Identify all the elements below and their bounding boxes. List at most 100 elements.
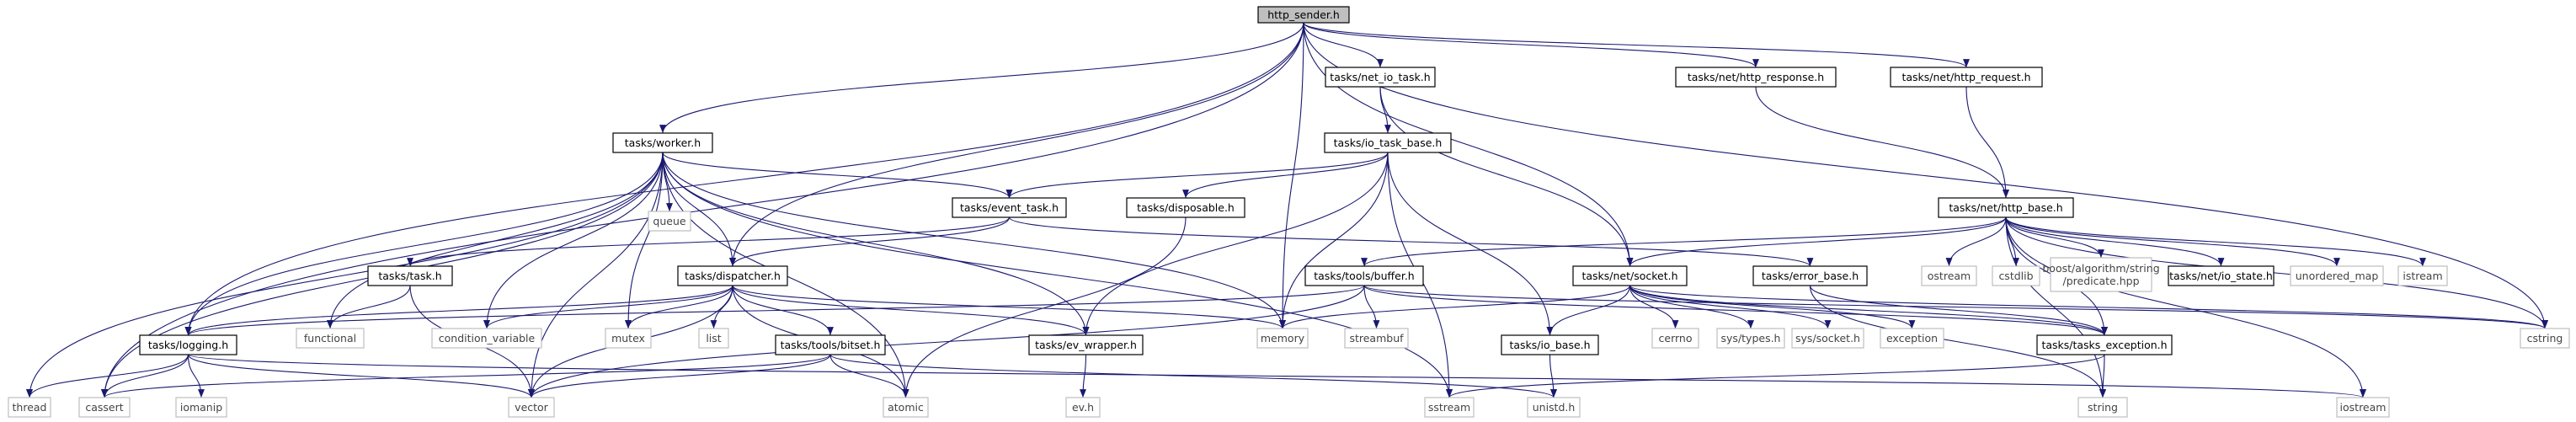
node-socket[interactable]: tasks/net/socket.h	[1572, 265, 1688, 286]
node-box	[2077, 397, 2128, 418]
node-net-io-task[interactable]: tasks/net_io_task.h	[1325, 67, 1436, 88]
edge-http_sender-to-dispatcher	[729, 22, 1304, 267]
edge-socket-to-io_base	[1546, 285, 1631, 336]
edge-bitset-to-unistd	[829, 354, 1557, 398]
edge-worker-to-functional	[327, 152, 664, 329]
node-event-task[interactable]: tasks/event_task.h	[952, 197, 1067, 218]
edge-http_base-to-cstring	[2005, 216, 2548, 329]
node-box	[2290, 265, 2384, 286]
node-box	[1992, 265, 2040, 286]
node-box	[1752, 265, 1868, 286]
node-label: memory	[1261, 332, 1305, 345]
node-box	[1344, 328, 1409, 349]
edge-worker-to-dispatcher	[662, 152, 736, 267]
node-label: tasks/ev_wrapper.h	[1035, 339, 1137, 351]
node-unordered-map: unordered_map	[2290, 265, 2384, 286]
edge-worker-to-mutex	[625, 152, 664, 329]
node-box	[648, 211, 691, 232]
node-sys-socket: sys/socket.h	[1791, 328, 1864, 349]
node-box	[612, 132, 713, 153]
node-io-task-base[interactable]: tasks/io_task_base.h	[1324, 132, 1452, 153]
node-box	[175, 397, 227, 418]
edge-http_base-to-iostream	[2005, 216, 2366, 398]
node-logging[interactable]: tasks/logging.h	[139, 334, 237, 355]
node-box	[1938, 197, 2074, 218]
node-predicate: boost/algorithm/string/predicate.hpp	[2042, 257, 2160, 292]
edge-bitset-to-cassert	[101, 354, 831, 398]
node-worker[interactable]: tasks/worker.h	[612, 132, 713, 153]
node-box	[1880, 328, 1944, 349]
edge-worker-to-vector	[528, 152, 664, 398]
edge-event_task-to-error_base	[1008, 216, 1814, 267]
node-http-sender[interactable]: http_sender.h	[1257, 6, 1350, 24]
node-vector: vector	[508, 397, 555, 418]
edge-http_response-to-http_base	[1755, 86, 2009, 199]
node-label: tasks/net/http_base.h	[1949, 201, 2062, 214]
node-label: tasks/disposable.h	[1137, 201, 1235, 214]
node-dispatcher[interactable]: tasks/dispatcher.h	[677, 265, 788, 286]
node-box	[1527, 397, 1581, 418]
node-box	[1572, 265, 1688, 286]
edge-http_base-to-io_state	[2005, 216, 2225, 267]
edge-buffer-to-logging	[184, 285, 1365, 336]
node-label: tasks/tasks_exception.h	[2041, 339, 2167, 351]
node-io-state[interactable]: tasks/net/io_state.h	[2168, 265, 2275, 286]
node-label: tasks/io_base.h	[1509, 339, 1590, 351]
node-label: tasks/worker.h	[625, 136, 701, 149]
node-cerrno: cerrno	[1651, 328, 1699, 349]
node-label: tasks/event_task.h	[960, 201, 1059, 214]
edge-socket-to-memory	[1279, 285, 1631, 329]
node-http-response[interactable]: tasks/net/http_response.h	[1675, 67, 1837, 88]
node-task[interactable]: tasks/task.h	[367, 265, 453, 286]
edge-error_base-to-string	[1809, 285, 2106, 398]
node-thread: thread	[8, 397, 51, 418]
node-ev-wrapper[interactable]: tasks/ev_wrapper.h	[1028, 334, 1144, 355]
node-label: tasks/error_base.h	[1762, 270, 1859, 282]
edge-error_base-to-tasks_exception	[1809, 285, 2108, 336]
node-streambuf: streambuf	[1344, 328, 1409, 349]
edge-io_task_base-to-event_task	[1005, 152, 1389, 199]
node-http-request[interactable]: tasks/net/http_request.h	[1890, 67, 2043, 88]
node-label: tasks/tools/bitset.h	[781, 339, 881, 351]
node-label: iostream	[2340, 401, 2387, 414]
node-box	[1890, 67, 2043, 88]
node-box	[78, 397, 131, 418]
node-memory: memory	[1256, 328, 1309, 349]
edge-task-to-functional	[327, 285, 411, 329]
node-cassert: cassert	[78, 397, 131, 418]
node-label: http_sender.h	[1267, 8, 1340, 21]
node-box	[883, 397, 929, 418]
node-http-base[interactable]: tasks/net/http_base.h	[1938, 197, 2074, 218]
node-label: istream	[2403, 270, 2442, 282]
node-box	[8, 397, 51, 418]
node-label: sys/types.h	[1721, 332, 1781, 345]
node-sys-types: sys/types.h	[1716, 328, 1785, 349]
edge-http_base-to-string	[2005, 216, 2106, 398]
edge-tasks_exception-to-string	[2099, 354, 2106, 398]
node-label: ostream	[1928, 270, 1971, 282]
node-label: sys/socket.h	[1795, 332, 1860, 345]
node-disposable[interactable]: tasks/disposable.h	[1126, 197, 1245, 218]
edge-http_base-to-istream	[2005, 216, 2426, 267]
node-label: vector	[515, 401, 549, 414]
edge-worker-to-logging	[184, 152, 664, 336]
node-box	[1325, 67, 1436, 88]
node-buffer[interactable]: tasks/tools/buffer.h	[1304, 265, 1424, 286]
node-tasks-exception[interactable]: tasks/tasks_exception.h	[2036, 334, 2173, 355]
node-box	[1065, 397, 1101, 418]
edge-dispatcher-to-mutex	[625, 285, 733, 329]
edge-http_sender-to-net_io_task	[1303, 22, 1384, 68]
node-label: tasks/net_io_task.h	[1330, 71, 1430, 83]
edge-worker-to-event_task	[662, 152, 1013, 199]
node-error-base[interactable]: tasks/error_base.h	[1752, 265, 1868, 286]
node-box	[508, 397, 555, 418]
node-list: list	[698, 328, 729, 349]
edge-event_task-to-dispatcher	[729, 216, 1011, 267]
node-box	[139, 334, 237, 355]
node-io-base[interactable]: tasks/io_base.h	[1501, 334, 1599, 355]
node-box	[1791, 328, 1864, 349]
edge-socket-to-cerrno	[1629, 285, 1679, 329]
node-cstring: cstring	[2520, 328, 2570, 349]
edge-http_sender-to-logging	[184, 22, 1304, 336]
node-bitset[interactable]: tasks/tools/bitset.h	[775, 334, 886, 355]
